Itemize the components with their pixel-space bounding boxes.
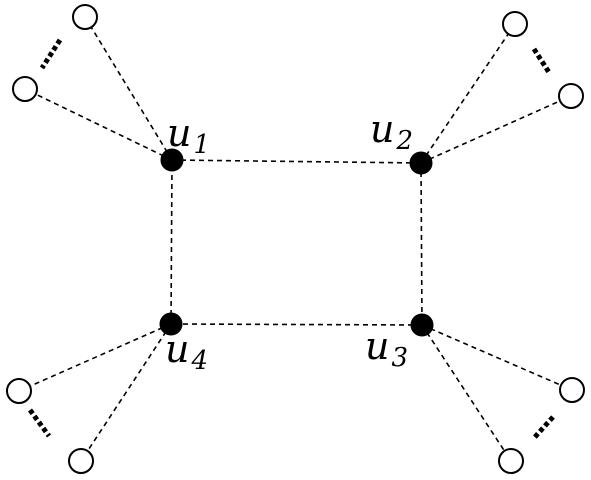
leaf-node-u4-2 (68, 448, 94, 474)
edges-layer (18, 16, 573, 462)
hub-node-u1 (160, 148, 184, 172)
leaf-node-u4-1 (6, 378, 32, 404)
ellipsis-dots-u1 (39, 38, 63, 70)
nodes-layer (6, 4, 585, 474)
pendant-edge-u4-1 (18, 323, 172, 392)
hub-label-u1: u1 (167, 111, 210, 160)
hub-node-u2 (409, 151, 433, 175)
pendant-edge-u1-1 (84, 16, 173, 161)
ellipsis-dots-u4 (27, 408, 52, 438)
pendant-edge-u2-1 (420, 23, 516, 164)
hub-label-u2: u2 (370, 107, 413, 156)
labels-layer: u1 u2 u3 u4 (165, 107, 413, 376)
leaf-node-u1-1 (72, 4, 98, 30)
leaf-node-u2-2 (558, 83, 584, 109)
cycle-edge-u4-u1 (170, 159, 173, 325)
hub-node-u3 (410, 313, 434, 337)
pendant-edge-u3-1 (421, 324, 573, 391)
leaf-node-u3-1 (559, 377, 585, 403)
leaf-node-u1-2 (12, 76, 38, 102)
pendant-edge-u1-2 (24, 88, 173, 161)
ellipsis-dots-u3 (532, 415, 555, 440)
pendant-edge-u4-2 (80, 323, 172, 462)
leaf-node-u3-2 (498, 448, 524, 474)
cycle-edge-u3-u4 (170, 323, 423, 326)
pendant-edge-u2-2 (420, 95, 572, 164)
hub-node-u4 (159, 312, 183, 336)
hub-label-u3: u3 (365, 324, 408, 373)
hub-label-u4: u4 (165, 327, 208, 376)
cycle-edge-u2-u3 (420, 162, 423, 326)
leaf-node-u2-1 (502, 11, 528, 37)
ellipsis-dots-u2 (531, 47, 553, 76)
pendant-edge-u3-2 (421, 324, 512, 462)
cycle-edge-u1-u2 (171, 159, 422, 164)
